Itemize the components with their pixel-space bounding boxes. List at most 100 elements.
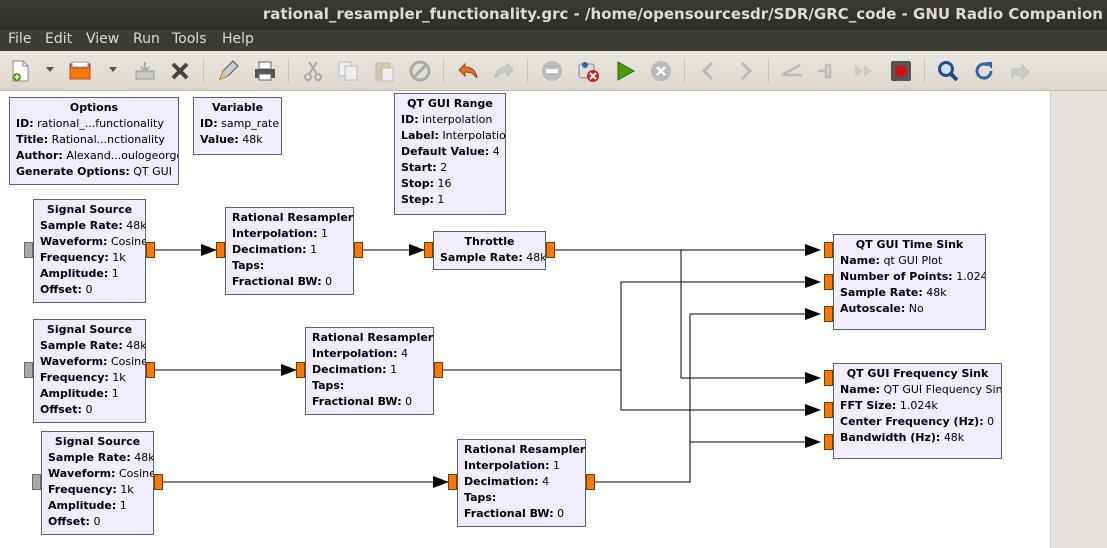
freq-sink-input-2[interactable] xyxy=(824,434,833,450)
bypass-block-icon xyxy=(816,59,840,83)
time-sink-input-1[interactable] xyxy=(824,274,833,290)
menu-edit[interactable]: Edit xyxy=(45,31,73,47)
copy-icon xyxy=(336,59,360,83)
menu-file[interactable]: File xyxy=(8,31,32,47)
input-port[interactable] xyxy=(216,242,225,258)
param-value: Interpolation xyxy=(442,129,506,142)
param-label: Name: xyxy=(840,254,880,267)
block-title: QT GUI Frequency Sink xyxy=(846,367,989,380)
output-port[interactable] xyxy=(146,362,155,378)
param-value: 1 xyxy=(437,193,445,206)
time-sink-input-2[interactable] xyxy=(824,306,833,322)
time-sink-input-0[interactable] xyxy=(824,242,833,258)
param-value: QT GUI Flequency Sink xyxy=(883,383,1002,396)
block-param: FFT Size: 1.024k xyxy=(840,398,995,414)
param-label: Title: xyxy=(16,133,49,146)
block-param: ID: interpolation xyxy=(401,112,499,128)
reload-icon[interactable] xyxy=(972,59,996,83)
close-icon[interactable] xyxy=(168,59,192,83)
find-icon[interactable] xyxy=(936,59,960,83)
input-port[interactable] xyxy=(424,242,433,258)
scroll-area[interactable] xyxy=(1050,91,1107,548)
paste-icon xyxy=(372,59,396,83)
param-value: 1 xyxy=(119,499,127,512)
param-value: 48k xyxy=(126,339,146,352)
block-param: Decimation: 4 xyxy=(464,474,579,490)
output-port[interactable] xyxy=(546,242,555,258)
input-port[interactable] xyxy=(24,242,33,258)
block-param: Label: Interpolation xyxy=(401,128,505,144)
param-label: Offset: xyxy=(40,283,82,296)
block-title: Rational Resampler xyxy=(232,211,354,224)
block-param: Waveform: Cosine xyxy=(48,466,153,482)
output-port[interactable] xyxy=(354,242,363,258)
block-param: Fractional BW: 0 xyxy=(464,506,579,522)
param-label: Bandwidth (Hz): xyxy=(840,431,941,444)
block-param: Interpolation: 1 xyxy=(232,226,347,242)
output-port[interactable] xyxy=(586,474,595,490)
block-title: Signal Source xyxy=(46,323,133,336)
block-param: Amplitude: 1 xyxy=(40,266,139,282)
menu-tools[interactable]: Tools xyxy=(172,31,207,47)
block-param: Name: qt GUI Plot xyxy=(840,253,979,269)
param-label: Author: xyxy=(16,149,63,162)
block-title: Throttle xyxy=(464,235,515,248)
block-param: Generate Options: QT GUI xyxy=(16,164,172,180)
output-port[interactable] xyxy=(434,362,443,378)
block-param: Name: QT GUI Flequency Sink xyxy=(840,382,1001,398)
param-value: 4 xyxy=(492,145,500,158)
output-port[interactable] xyxy=(154,474,163,490)
param-label: Fractional BW: xyxy=(464,507,554,520)
stop-icon[interactable] xyxy=(889,59,913,83)
freq-sink-input-0[interactable] xyxy=(824,370,833,386)
execute-icon[interactable] xyxy=(613,59,637,83)
input-port[interactable] xyxy=(24,362,33,378)
param-value: 0 xyxy=(405,395,413,408)
block-param: Start: 2 xyxy=(401,160,499,176)
param-label: Step: xyxy=(401,193,434,206)
param-value: samp_rate xyxy=(221,117,280,130)
disable-icon xyxy=(540,59,564,83)
save-icon[interactable] xyxy=(133,59,157,83)
param-value: 0 xyxy=(85,403,93,416)
menu-help[interactable]: Help xyxy=(222,31,254,47)
param-value: 4 xyxy=(542,475,550,488)
param-label: Frequency: xyxy=(48,483,117,496)
menu-run[interactable]: Run xyxy=(133,31,160,47)
input-port[interactable] xyxy=(448,474,457,490)
edit-icon[interactable] xyxy=(216,59,240,83)
block-param: Sample Rate: 48k xyxy=(48,450,153,466)
undo-icon[interactable] xyxy=(456,59,480,83)
param-label: Start: xyxy=(401,161,437,174)
open-icon[interactable] xyxy=(68,59,92,83)
menu-view[interactable]: View xyxy=(86,31,120,47)
window-titlebar: rational_resampler_functionality.grc - /… xyxy=(0,0,1107,30)
param-label: Amplitude: xyxy=(40,267,109,280)
bypass-icon[interactable] xyxy=(576,59,600,83)
output-port[interactable] xyxy=(146,242,155,258)
param-label: Offset: xyxy=(40,403,82,416)
param-label: Taps: xyxy=(464,491,497,504)
input-port[interactable] xyxy=(32,474,41,490)
param-value: qt GUI Plot xyxy=(883,254,943,267)
param-label: Offset: xyxy=(48,515,90,528)
block-param: Taps: xyxy=(232,258,347,274)
block-param: Fractional BW: 0 xyxy=(232,274,347,290)
new-icon[interactable] xyxy=(8,59,32,83)
print-icon[interactable] xyxy=(253,59,277,83)
freq-sink-input-1[interactable] xyxy=(824,402,833,418)
input-port[interactable] xyxy=(296,362,305,378)
